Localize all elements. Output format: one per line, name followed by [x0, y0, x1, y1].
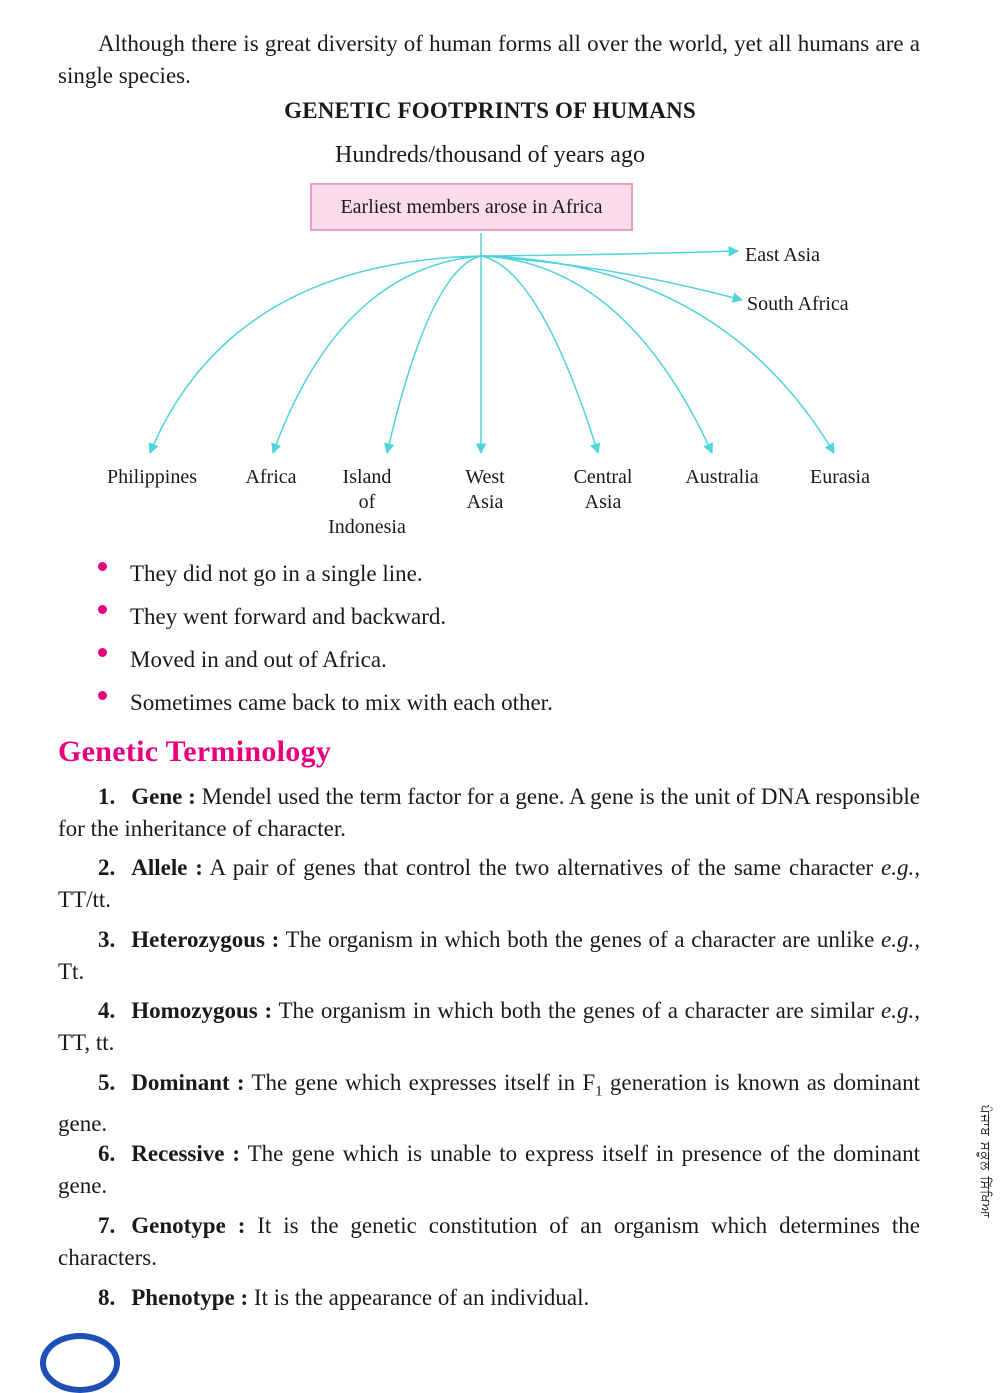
term-homozygous: 4.Homozygous : The organism in which bot…	[58, 998, 920, 1055]
bullet-item: They did not go in a single line.	[96, 556, 553, 599]
term-gene: 1.Gene : Mendel used the term factor for…	[58, 784, 920, 841]
branch-label-australia: Australia	[685, 466, 759, 488]
term-phenotype: 8.Phenotype : It is the appearance of an…	[98, 1285, 590, 1310]
bullet-icon	[98, 605, 107, 614]
edge-eurasia	[480, 255, 835, 454]
bullet-item: Sometimes came back to mix with each oth…	[96, 685, 553, 728]
root-node-label: Earliest members arose in Africa	[340, 195, 603, 218]
section-heading: Genetic Terminology	[58, 735, 332, 768]
edge-africa	[271, 255, 482, 454]
branch-label-south-africa: South Africa	[747, 293, 849, 315]
diagram-subtitle: Hundreds/thousand of years ago	[335, 142, 645, 168]
bullet-icon	[98, 691, 107, 700]
bullet-list: They did not go in a single line. They w…	[96, 556, 553, 728]
publisher-logo-icon	[40, 1333, 120, 1393]
edge-central-asia	[480, 255, 601, 455]
term-genotype: 7.Genotype : It is the genetic constitut…	[58, 1213, 920, 1270]
term-allele: 2.Allele : A pair of genes that control …	[58, 855, 920, 912]
edge-south-africa	[480, 255, 744, 303]
branch-label-east-asia: East Asia	[745, 244, 820, 266]
term-dominant: 5.Dominant : The gene which expresses it…	[58, 1070, 920, 1136]
edge-australia	[480, 255, 713, 454]
edge-east-asia	[480, 246, 740, 257]
intro-paragraph: Although there is great diversity of hum…	[58, 31, 920, 88]
term-recessive: 6.Recessive : The gene which is unable t…	[58, 1141, 920, 1198]
branch-label-philippines: Philippines	[106, 466, 197, 488]
branch-label-africa: Africa	[245, 466, 297, 488]
term-heterozygous: 3.Heterozygous : The organism in which b…	[58, 927, 920, 984]
edge-philippines	[148, 255, 482, 454]
root-node: Earliest members arose in Africa	[310, 183, 633, 231]
side-watermark: ਪੰਜਾਬ ਸਕੂਲ ਸਿੱਖਿਆ	[977, 1105, 992, 1219]
branch-label-eurasia: Eurasia	[810, 466, 870, 488]
bullet-item: They went forward and backward.	[96, 599, 553, 642]
bullet-item: Moved in and out of Africa.	[96, 642, 553, 685]
bullet-icon	[98, 648, 107, 657]
edge-indonesia	[384, 255, 482, 455]
diagram-title: GENETIC FOOTPRINTS OF HUMANS	[284, 98, 696, 123]
bullet-icon	[98, 562, 107, 571]
